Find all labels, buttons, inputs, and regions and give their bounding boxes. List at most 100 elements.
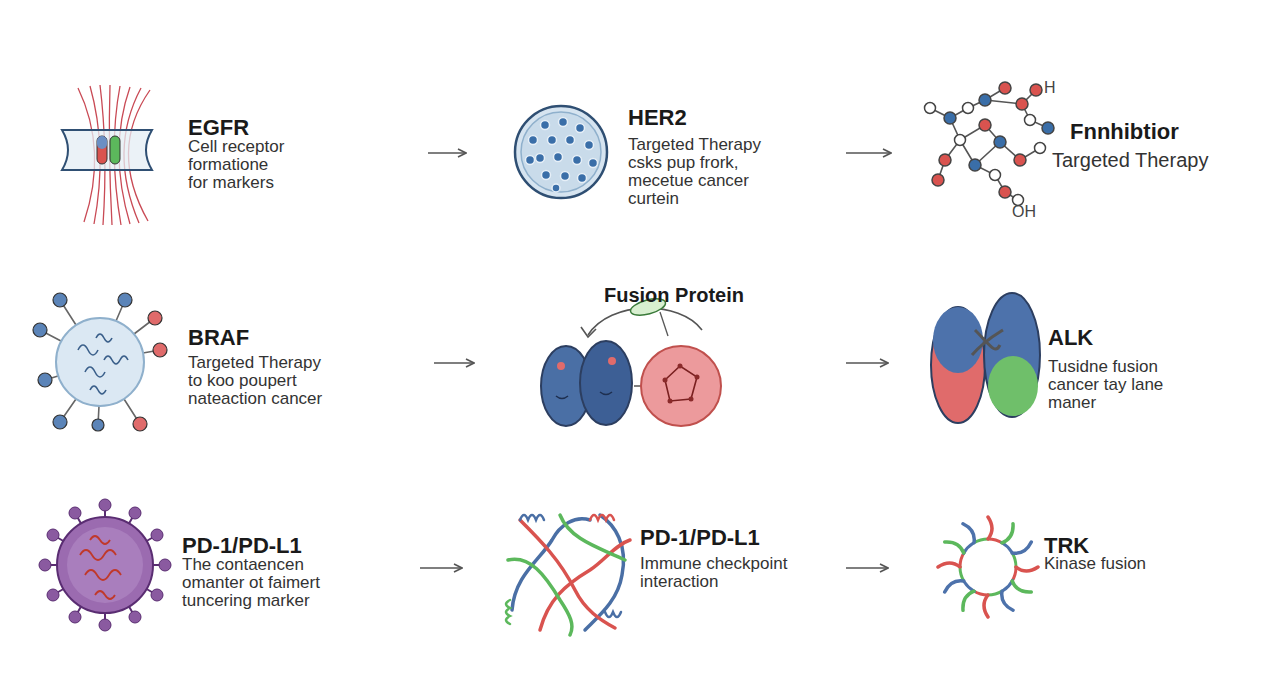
branch-nodes [33,293,167,431]
atom [990,170,1001,181]
marker-description: Targeted Therapy [1052,149,1272,171]
alk-illustration [931,293,1040,423]
marker-card: PD-1/PD-L1Immune checkpoint interaction [466,493,842,643]
cell-body [57,517,153,613]
fusion-illustration [541,296,721,426]
spike-ball [99,619,111,631]
polygon-node [678,364,683,369]
spike-ball [47,589,59,601]
branch-node [133,417,147,431]
marker-card: HER2Targeted Therapy csks pup frork, mec… [470,78,842,228]
receptor-dot [585,141,594,150]
polygon-node [695,375,700,380]
receptor-dot [548,136,557,145]
lobe-dot [557,362,565,370]
polygon-node [668,399,673,404]
marker-name: Fnnhibtior [1070,120,1280,144]
atom [999,82,1011,94]
marker-card: FnnhibtiorTargeted Therapy [895,78,1270,228]
alk-lobe-bottom [988,356,1038,416]
cell-spikes [45,505,165,625]
ring-spikes [938,517,1038,617]
flow-arrow [846,152,891,154]
marker-description: Immune checkpoint interaction [640,555,810,591]
marker-description: Targeted Therapy to koo poupert nateacti… [188,354,338,408]
flow-arrow [428,152,466,154]
lobe-dot [608,357,616,365]
atom-label: H [1044,79,1056,97]
spike-ball [39,559,51,571]
marker-card: Fusion Protein [478,288,842,438]
atom [994,136,1006,148]
protein-coil [520,515,544,520]
atom [1035,143,1046,154]
branch-lines [40,300,160,425]
cell-outline [515,106,607,198]
atom [969,159,981,171]
protein-ribbon [508,559,572,635]
trk-illustration [938,517,1038,617]
receptor-dot [561,172,570,181]
flow-arrow [846,567,888,569]
molecule-bonds [930,88,1048,200]
protein-lobe [580,341,632,425]
atom [1042,122,1054,134]
marker-description: Targeted Therapy csks pup frork, mecetue… [628,136,774,208]
ring-segment [960,539,1016,595]
protein-ribbon [560,515,625,560]
cell-inner [67,527,143,603]
cell-body [56,318,144,406]
marker-name: PD-1/PD-L1 [182,534,402,558]
drug-pill [110,136,120,164]
receptor-dot [542,171,551,180]
marker-name: EGFR [188,116,408,140]
protein-coil [605,612,621,617]
spike-ball [99,499,111,511]
curved-arrow-head [581,327,596,337]
marker-name: HER2 [628,106,848,130]
pd1-cell-illustration [39,499,171,631]
spike-ball [69,611,81,623]
polygon-nodes [663,364,700,404]
spike-ball [151,529,163,541]
protein-ribbon [540,540,630,630]
cell-inner [521,112,601,192]
spike-ball [151,589,163,601]
spike-ball [129,611,141,623]
receptor-dot [541,121,550,130]
marker-card: PD-1/PD-L1The contaencen omanter ot faim… [48,493,416,643]
receptor-dot [559,118,568,127]
flow-arrow [846,362,888,364]
receptor-dots [526,118,598,193]
marker-card: EGFRCell receptor formatione for markers [55,78,424,228]
atom [999,186,1011,198]
branch-node [33,323,47,337]
her2-illustration [515,106,607,198]
protein-coil [506,600,510,624]
atom [944,112,956,124]
spike-balls [39,499,171,631]
protein-coil [590,515,614,520]
receptor-dot [566,136,575,145]
marker-card: BRAF Targeted Therapy to koo poupert nate… [40,288,430,438]
marker-name: ALK [1048,326,1268,350]
atom [963,103,974,114]
lobe-marks [556,392,612,399]
receptor-dot [589,159,598,168]
atom [925,103,936,114]
braf-illustration [33,293,167,431]
ring-spikes [945,524,1032,611]
fusion-polygon [665,366,697,401]
receptor-dot [536,154,545,163]
marker-name: BRAF [188,326,408,350]
branch-node [153,343,167,357]
spike-ball [69,507,81,519]
polygon-node [689,397,694,402]
molecule-illustration [925,82,1055,206]
atom [979,119,991,131]
receptor-dot [554,153,563,162]
receptor-dot [578,174,587,183]
atom [1013,195,1024,206]
cell-squiggles [78,334,128,394]
